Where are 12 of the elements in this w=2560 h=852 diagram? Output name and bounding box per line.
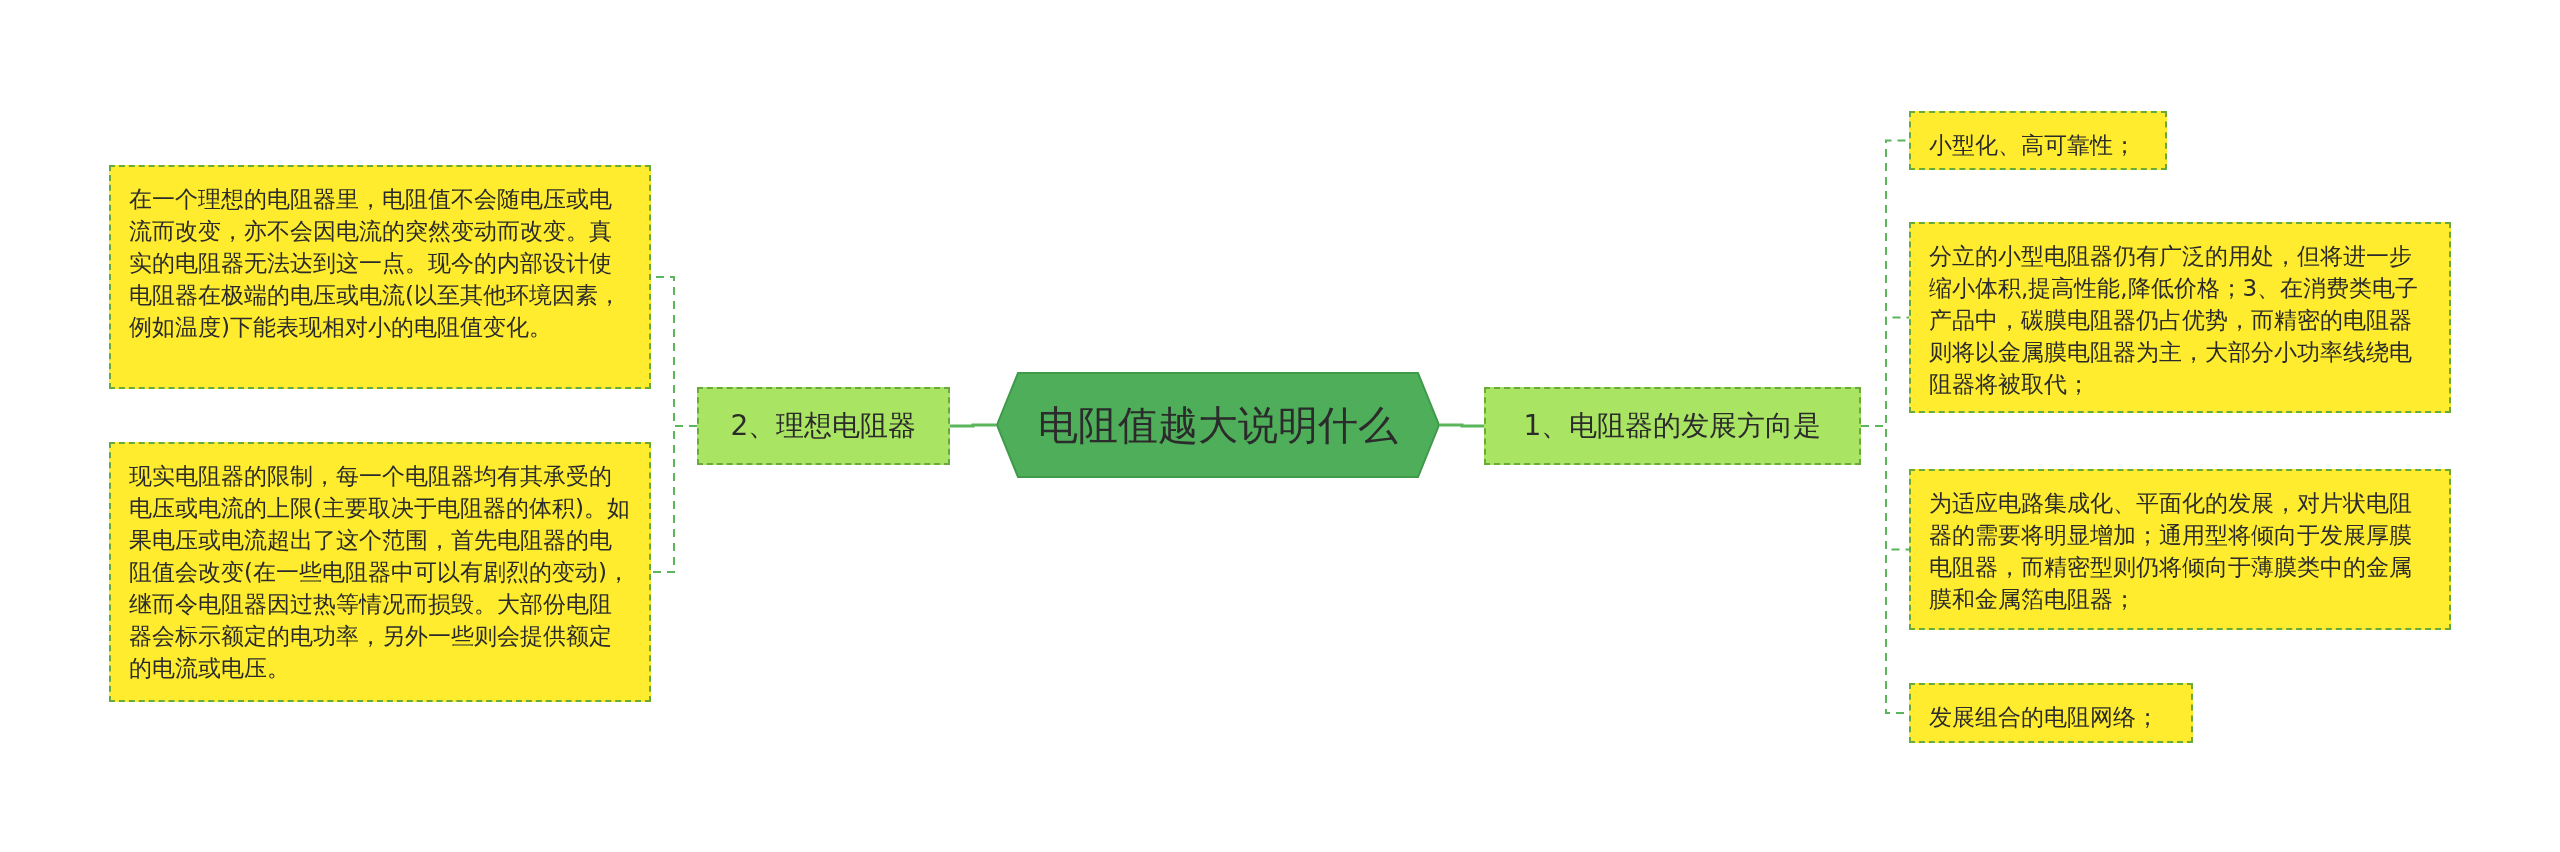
note-box: 发展组合的电阻网络； <box>1909 683 2193 743</box>
central-topic-hexagon: 电阻值越大说明什么 <box>996 372 1440 478</box>
note-box: 小型化、高可靠性； <box>1909 111 2167 170</box>
connector-line <box>950 423 996 428</box>
connector-line <box>1440 423 1484 428</box>
note-box: 为适应电路集成化、平面化的发展，对片状电阻器的需要将明显增加；通用型将倾向于发展厚膜电阻器，而精密型则仍将倾向于薄膜类中的金属膜和金属箔电阻器； <box>1909 469 2451 630</box>
note-box: 在一个理想的电阻器里，电阻值不会随电压或电流而改变，亦不会因电流的突然变动而改变。真实的电阻器无法达到这一点。现今的内部设计使电阻器在极端的电压或电流(以至其他环境因素，例如温度)下能表现相对小的电阻值变化。 <box>109 165 651 389</box>
note-box: 现实电阻器的限制，每一个电阻器均有其承受的电压或电流的上限(主要取决于电阻器的体积)。如果电压或电流超出了这个范围，首先电阻器的电阻值会改变(在一些电阻器中可以有剧烈的变动)，继而令电阻器因过热等情况而损毁。大部份电阻器会标示额定的电功率，另外一些则会提供额定的电流或电压。 <box>109 442 651 702</box>
topic-box: 1、电阻器的发展方向是 <box>1484 387 1861 465</box>
note-box: 分立的小型电阻器仍有广泛的用处，但将进一步缩小体积,提高性能,降低价格；3、在消费类电子产品中，碳膜电阻器仍占优势，而精密的电阻器则将以金属膜电阻器为主，大部分小功率线绕电阻器将被取代； <box>1909 222 2451 413</box>
topic-box: 2、理想电阻器 <box>697 387 950 465</box>
connector-line <box>650 425 698 573</box>
